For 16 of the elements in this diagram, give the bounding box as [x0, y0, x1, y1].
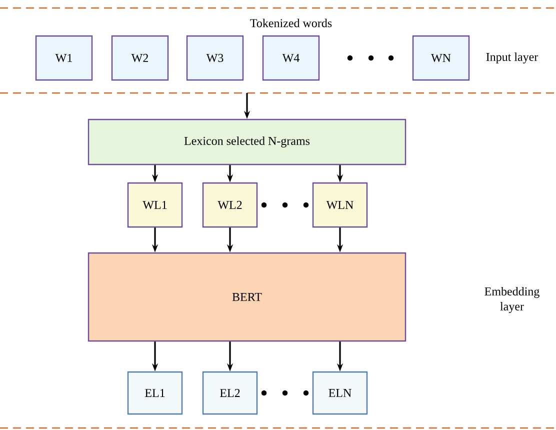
- embedding-box: ELN: [312, 371, 368, 415]
- section-heading: Tokenized words: [250, 18, 332, 28]
- embedding-box: EL2: [202, 371, 258, 415]
- layer-label: Embedding layer: [484, 287, 540, 313]
- word-box: W2: [111, 35, 169, 81]
- embedding-box: EL1: [127, 371, 183, 415]
- word-box: WLN: [312, 182, 368, 228]
- word-box: W1: [35, 35, 93, 81]
- model-box: BERT: [88, 252, 406, 342]
- word-box: W3: [186, 35, 244, 81]
- word-box: W4: [262, 35, 320, 81]
- layer-label: Input layer: [486, 52, 538, 64]
- word-box: WN: [412, 35, 470, 81]
- process-box: Lexicon selected N-grams: [88, 118, 406, 166]
- word-box: WL1: [127, 182, 183, 228]
- word-box: WL2: [202, 182, 258, 228]
